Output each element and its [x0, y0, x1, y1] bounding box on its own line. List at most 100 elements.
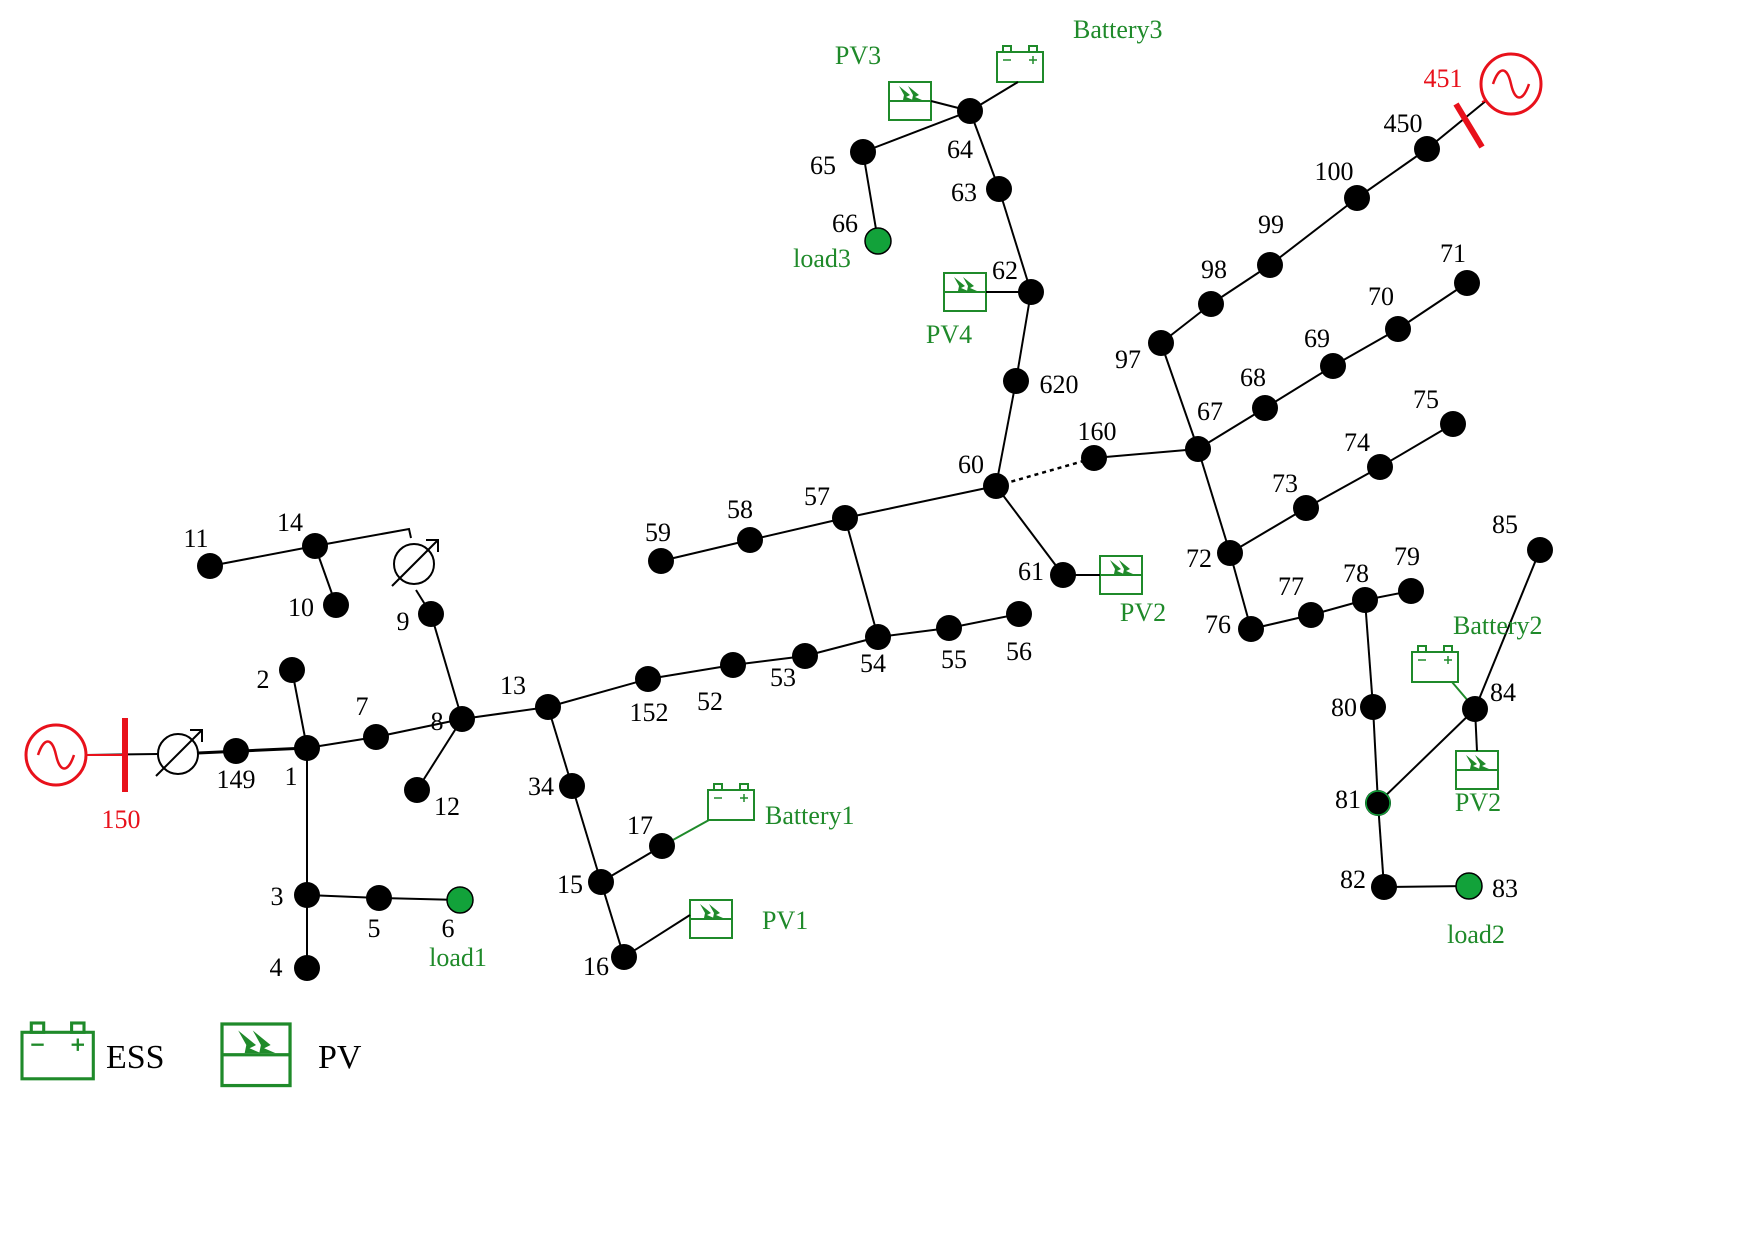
pv-64 [888, 81, 932, 121]
line-15-16 [600, 881, 625, 958]
source-label-451: 451 [1424, 64, 1463, 93]
line-1-2 [291, 669, 308, 749]
bus-98 [1198, 291, 1224, 317]
line-73-74 [1305, 466, 1381, 509]
pv-84 [1455, 750, 1499, 790]
line-72-73 [1229, 507, 1307, 554]
bus-label-9: 9 [397, 607, 410, 636]
bus-label-85: 85 [1492, 510, 1518, 539]
battery-label-64: Battery3 [1073, 15, 1163, 44]
line-34-15 [571, 785, 602, 883]
bus-label-10: 10 [288, 593, 314, 622]
bus-152 [635, 666, 661, 692]
bus-7 [363, 724, 389, 750]
bus-label-67: 67 [1197, 397, 1223, 426]
bus-label-7: 7 [356, 692, 369, 721]
pv-61 [1099, 555, 1143, 595]
line-100-450 [1356, 148, 1428, 199]
line-67-72 [1197, 448, 1231, 554]
bus-label-3: 3 [271, 882, 284, 911]
bus-72 [1217, 540, 1243, 566]
line-8-12 [416, 718, 463, 791]
bus-label-99: 99 [1258, 210, 1284, 239]
bus-label-620: 620 [1040, 370, 1079, 399]
pv-label-61: PV2 [1120, 598, 1166, 627]
bus-74 [1367, 454, 1393, 480]
bus-16 [611, 944, 637, 970]
battery-icon [20, 1021, 95, 1081]
line-54-57 [844, 517, 879, 638]
bus-63 [986, 176, 1012, 202]
voltage-regulator-9 [391, 539, 439, 587]
battery-84 [1411, 645, 1459, 683]
line-80-81 [1372, 706, 1379, 804]
feeder-lines [85, 99, 1541, 968]
bus-80 [1360, 694, 1386, 720]
bus-99 [1257, 252, 1283, 278]
bus-label-68: 68 [1240, 363, 1266, 392]
line-13-34 [547, 706, 573, 787]
bus-68 [1252, 395, 1278, 421]
line-14-11 [209, 545, 316, 567]
bus-label-15: 15 [557, 870, 583, 899]
line-7-8 [375, 718, 463, 738]
bus-label-53: 53 [770, 663, 796, 692]
bus-65 [850, 139, 876, 165]
bus-81 [1365, 790, 1391, 816]
bus-9 [418, 601, 444, 627]
line-81-84 [1377, 708, 1476, 804]
bus-label-64: 64 [947, 135, 973, 164]
bus-2 [279, 657, 305, 683]
bus-label-54: 54 [860, 649, 886, 678]
bus-label-8: 8 [431, 707, 444, 736]
legend-pv: PV [220, 1022, 362, 1088]
bus-label-62: 62 [992, 256, 1018, 285]
bus-64 [957, 98, 983, 124]
line-57-60 [844, 485, 997, 519]
bus-59 [648, 548, 674, 574]
bus-label-14: 14 [277, 508, 303, 537]
line-81-82 [1377, 802, 1385, 888]
bus-69 [1320, 353, 1346, 379]
bus-label-58: 58 [727, 495, 753, 524]
bus-62 [1018, 279, 1044, 305]
bus-56 [1006, 601, 1032, 627]
load-bus-83 [1455, 872, 1483, 900]
bus-76 [1238, 616, 1264, 642]
line-57-58 [749, 517, 846, 541]
bus-55 [936, 615, 962, 641]
legend-ess-label: ESS [106, 1039, 165, 1076]
bus-label-82: 82 [1340, 865, 1366, 894]
line-63-64 [969, 110, 1000, 190]
pv-label-16: PV1 [762, 906, 808, 935]
voltage-regulator-150 [155, 729, 203, 777]
battery-label-17: Battery1 [765, 801, 855, 830]
bus-label-66: 66 [832, 209, 858, 238]
bus-label-17: 17 [627, 811, 653, 840]
bus-17 [649, 833, 675, 859]
line-62-63 [998, 188, 1032, 293]
bus-label-11: 11 [183, 524, 208, 553]
bus-label-84: 84 [1490, 678, 1516, 707]
line-67-68 [1197, 407, 1266, 450]
line-64-65 [862, 110, 971, 153]
battery-label-84: Battery2 [1453, 611, 1543, 640]
bus-85 [1527, 537, 1553, 563]
bus-label-61: 61 [1018, 557, 1044, 586]
bus-label-70: 70 [1368, 282, 1394, 311]
bus-53 [792, 643, 818, 669]
bus-100 [1344, 185, 1370, 211]
bus-79 [1398, 578, 1424, 604]
bus-label-6: 6 [442, 914, 455, 943]
bus-3 [294, 882, 320, 908]
load-bus-6 [446, 886, 474, 914]
bus-label-34: 34 [528, 772, 554, 801]
load-bus-66 [864, 227, 892, 255]
line-99-100 [1269, 197, 1358, 266]
bus-label-4: 4 [270, 953, 283, 982]
bus-label-79: 79 [1394, 542, 1420, 571]
bus-160 [1081, 445, 1107, 471]
bus-label-56: 56 [1006, 637, 1032, 666]
